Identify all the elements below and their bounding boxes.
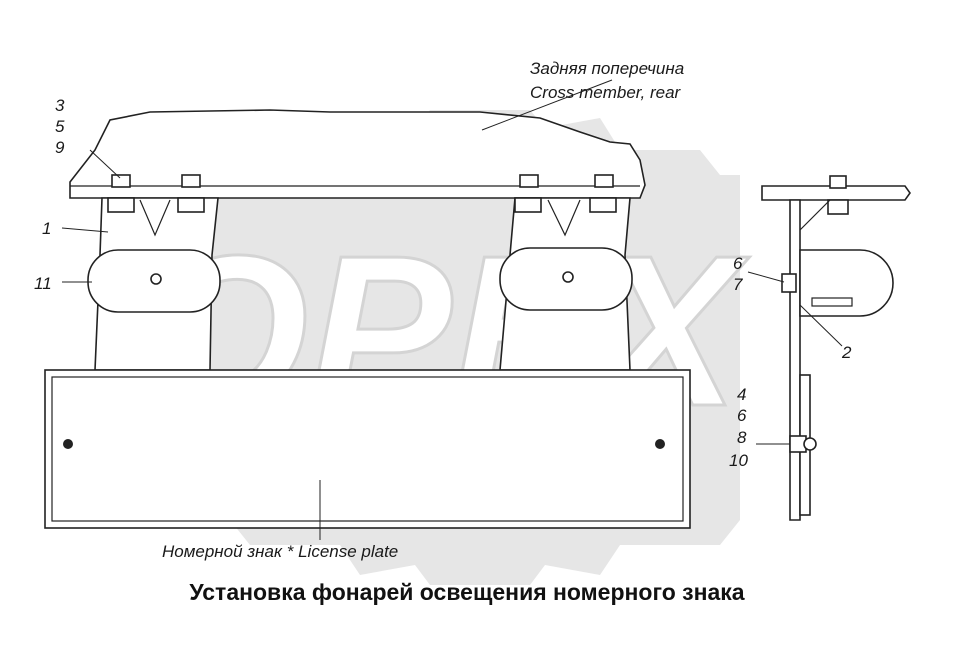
callout-9: 9 [55,138,65,157]
diagram-title: Установка фонарей освещения номерного зн… [189,579,744,605]
caption-cross-member-en: Cross member, rear [530,83,682,102]
leader-lines [61,79,843,540]
callout-4: 4 [737,385,746,404]
license-plate [44,369,691,529]
callout-6-upper: 6 [733,254,743,273]
callout-11: 11 [34,274,52,293]
callout-6-lower: 6 [737,406,747,425]
caption-license-plate: Номерной знак * License plate [162,542,398,561]
callout-10: 10 [729,451,748,470]
callout-1: 1 [42,219,51,238]
callout-3: 3 [55,96,65,115]
cross-member [69,109,646,199]
side-view-assembly [761,175,911,521]
caption-cross-member-ru: Задняя поперечина [530,59,684,78]
callout-7: 7 [733,275,743,294]
callout-2: 2 [841,343,852,362]
callout-5: 5 [55,117,65,136]
lamp-right [499,247,633,311]
lamp-left [87,249,221,313]
callout-8: 8 [737,428,747,447]
